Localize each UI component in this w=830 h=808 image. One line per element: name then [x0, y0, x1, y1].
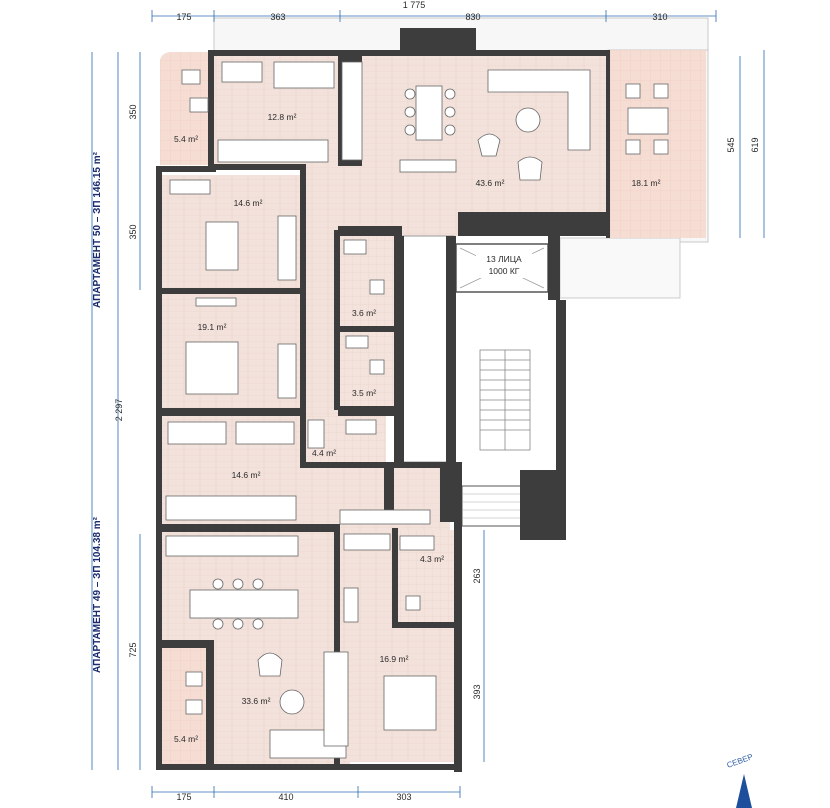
room-area-label: 43.6 m²	[476, 178, 505, 188]
dim-left-upper-1: 350	[128, 104, 138, 119]
dimension-lines	[91, 10, 765, 798]
dim-top-seg-1: 175	[176, 12, 191, 22]
stair-treads	[479, 349, 531, 451]
dim-top-total: 1 775	[403, 0, 426, 10]
dim-mid-right-2: 393	[472, 684, 482, 699]
apartment-49-label: АПАРТАМЕНТ 49 – ЗП 104.38 m²	[92, 516, 103, 673]
dim-left-total: 2 297	[114, 399, 124, 422]
elevator-load: 1000 КГ	[489, 266, 520, 276]
north-arrow-icon	[736, 774, 752, 808]
terrace-left-top	[160, 52, 214, 165]
apartment-50-label: АПАРТАМЕНТ 50 – ЗП 146.15 m²	[92, 151, 103, 308]
room-area-label: 5.4 m²	[174, 134, 198, 144]
room-area-label: 4.3 m²	[420, 554, 444, 564]
room-area-label: 33.6 m²	[242, 696, 271, 706]
room-area-label: 3.5 m²	[352, 388, 376, 398]
dim-top-seg-2: 363	[270, 12, 285, 22]
dim-top-seg-3: 830	[465, 12, 480, 22]
north-label: СЕВЕР	[726, 752, 755, 770]
room-area-label: 18.1 m²	[632, 178, 661, 188]
furniture	[165, 61, 669, 759]
room-area-label: 19.1 m²	[198, 322, 227, 332]
room-area-label: 5.4 m²	[174, 734, 198, 744]
dim-bottom-seg-1: 175	[176, 792, 191, 802]
dim-bottom-seg-3: 303	[396, 792, 411, 802]
dim-right-outer: 619	[750, 137, 760, 152]
room-area-label: 16.9 m²	[380, 654, 409, 664]
room-area-label: 3.6 m²	[352, 308, 376, 318]
dim-bottom-seg-2: 410	[278, 792, 293, 802]
walls	[156, 28, 610, 772]
room-area-label: 12.8 m²	[268, 112, 297, 122]
room-area-label: 14.6 m²	[234, 198, 263, 208]
stairwell	[456, 300, 556, 468]
dim-top-seg-4: 310	[652, 12, 667, 22]
room-area-label: 14.6 m²	[232, 470, 261, 480]
dim-left-lower: 725	[128, 642, 138, 657]
dim-mid-right-1: 263	[472, 568, 482, 583]
elevator-lobby	[401, 235, 455, 463]
elevator-capacity: 13 ЛИЦА	[486, 254, 522, 264]
room-area-label: 4.4 m²	[312, 448, 336, 458]
dim-right-inner: 545	[726, 137, 736, 152]
dim-left-upper-2: 350	[128, 224, 138, 239]
